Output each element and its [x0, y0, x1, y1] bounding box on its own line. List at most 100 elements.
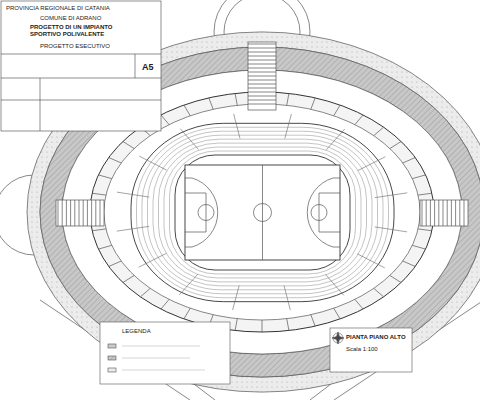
tread	[58, 200, 59, 226]
tread	[447, 200, 448, 226]
seating-rows	[117, 114, 408, 310]
aisle	[117, 226, 149, 231]
aisle	[139, 253, 167, 267]
project-title: PROGETTO DI UN IMPIANTO SPORTIVO POLIVAL…	[30, 24, 130, 38]
tread	[66, 200, 67, 226]
tread	[464, 200, 465, 226]
partition	[235, 319, 237, 331]
tread	[248, 72, 276, 73]
tread	[248, 88, 276, 89]
partition	[184, 105, 190, 116]
tread	[426, 200, 427, 226]
legend-line	[122, 370, 205, 371]
tread	[248, 100, 276, 101]
municipality-title: COMUNE DI ADRANO	[40, 15, 101, 22]
legend-line	[122, 358, 190, 359]
drawing-scale: Scala 1:100	[346, 346, 378, 353]
tread	[248, 92, 276, 93]
seat-row	[131, 123, 394, 301]
tread	[434, 200, 435, 226]
tread	[248, 60, 276, 61]
tread	[248, 56, 276, 57]
tread	[74, 200, 75, 226]
partition	[311, 98, 315, 109]
partition	[109, 158, 121, 163]
partition	[123, 275, 134, 282]
left-stair	[56, 200, 104, 226]
tread	[248, 84, 276, 85]
partition	[140, 288, 150, 296]
drawing-note-box	[330, 328, 412, 372]
tread	[248, 80, 276, 81]
partition	[92, 193, 106, 195]
aisle	[179, 274, 197, 295]
tread	[83, 200, 84, 226]
aisle	[326, 275, 344, 296]
seat-row	[159, 143, 367, 282]
seat-row	[175, 155, 350, 270]
inner-wall	[104, 104, 420, 320]
tread	[70, 200, 71, 226]
tread	[459, 200, 460, 226]
aisle	[357, 254, 384, 268]
tread	[248, 96, 276, 97]
partition	[209, 98, 213, 109]
partition	[98, 245, 111, 249]
basketball-court	[185, 165, 340, 260]
title-rule	[135, 54, 136, 78]
legend-heading: LEGENDA	[122, 328, 151, 335]
partition	[287, 93, 289, 105]
tread	[248, 64, 276, 65]
aisle	[234, 114, 240, 139]
partition	[161, 299, 169, 309]
tread	[248, 76, 276, 77]
tread	[100, 200, 101, 226]
tread	[79, 200, 80, 226]
aisle	[375, 193, 407, 198]
north-arrow-star	[332, 332, 344, 344]
top-stair	[248, 42, 276, 110]
aisle	[284, 286, 290, 311]
legend-box	[100, 322, 230, 384]
tread	[95, 200, 96, 226]
tread	[422, 200, 423, 226]
free-throw-circle	[311, 205, 327, 221]
partition	[123, 141, 134, 148]
aisle	[326, 129, 344, 150]
partition	[390, 275, 401, 282]
partition	[412, 245, 425, 249]
tread	[455, 200, 456, 226]
free-throw-circle	[198, 205, 214, 221]
partition	[412, 175, 425, 179]
tread	[248, 44, 276, 45]
keys	[185, 193, 340, 232]
tread	[248, 48, 276, 49]
authority-title: PROVINCIA REGIONALE DI CATANIA	[6, 5, 110, 12]
partition	[390, 141, 401, 148]
seat-row	[137, 127, 389, 297]
right-stair	[420, 200, 468, 226]
partition	[355, 299, 363, 309]
tread	[62, 200, 63, 226]
partition	[403, 158, 415, 163]
title-rule	[1, 54, 161, 55]
tread	[248, 104, 276, 105]
title-rule	[1, 78, 161, 79]
partition	[418, 229, 432, 231]
tread	[87, 200, 88, 226]
partition	[262, 320, 263, 332]
partition	[92, 229, 106, 231]
seat-row	[153, 139, 372, 286]
partition	[161, 115, 169, 125]
partition	[109, 261, 121, 266]
partition	[235, 93, 237, 105]
legend-symbol	[108, 368, 116, 372]
tread	[438, 200, 439, 226]
north-arrow	[333, 333, 343, 343]
seat-row	[148, 135, 378, 290]
tread	[91, 200, 92, 226]
title-rule	[40, 78, 41, 131]
legend-line	[122, 346, 200, 347]
sheet-number: A5	[142, 62, 154, 72]
